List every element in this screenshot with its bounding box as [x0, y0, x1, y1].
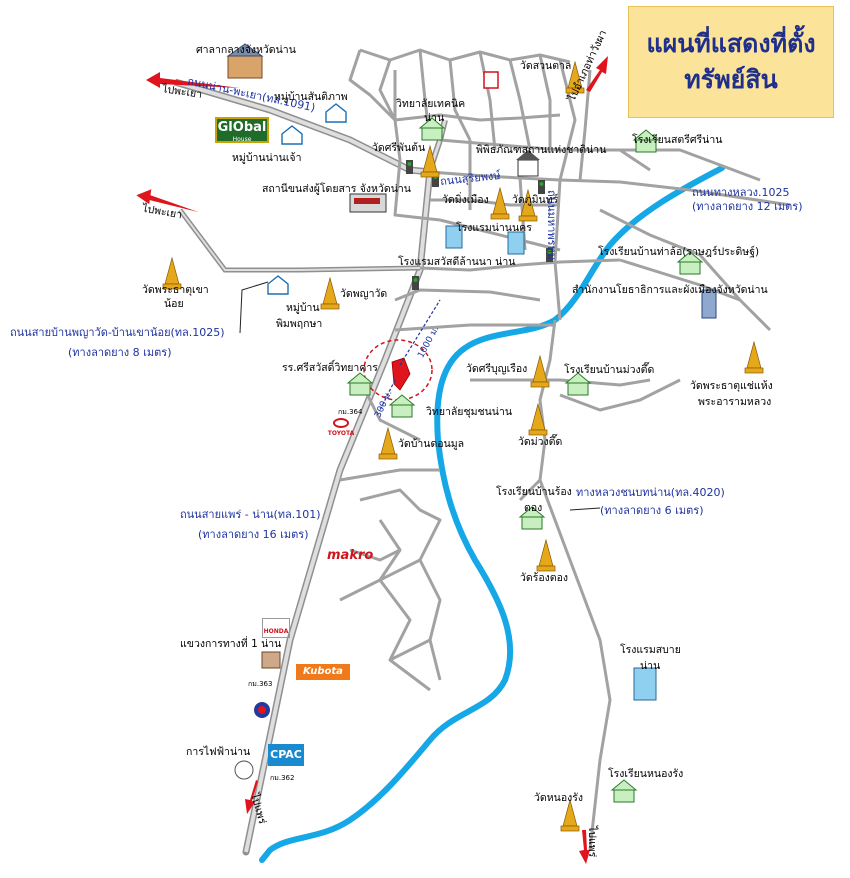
label-community-college: วิทยาลัยชุมชนน่าน	[426, 406, 513, 418]
label-wat-chae-haeng-2: พระอารามหลวง	[698, 396, 772, 408]
label-wat-muang-tued: วัดม่วงตึ๊ด	[518, 436, 563, 448]
road-to-phayao-2	[178, 208, 421, 273]
property-marker	[363, 299, 441, 411]
label-wat-sri-bunrueang: วัดศรีบุญเรือง	[466, 363, 528, 375]
traffic-lights	[406, 160, 553, 290]
label-hotel-sabai-2: น่าน	[640, 660, 661, 672]
temple-icons	[162, 60, 764, 832]
label-wat-suan-tan: วัดสวนตาล	[520, 60, 572, 72]
highway-101	[242, 119, 448, 856]
km-marker-364: กม.364	[338, 408, 363, 416]
label-school-satri: โรงเรียนสตรีศรีน่าน	[632, 134, 723, 146]
label-electricity: การไฟฟ้าน่าน	[186, 746, 251, 758]
label-hotel-sawatdi: โรงแรมสวัสดีล้านนา น่าน	[398, 256, 516, 268]
label-highway-office: แขวงการทางที่ 1 น่าน	[180, 638, 282, 650]
label-ban-phimphrueksa-2: พิมพฤกษา	[276, 318, 323, 330]
kubota-logo: Kubota	[296, 664, 350, 680]
road-label-101: ถนนสายแพร่ - น่าน(ทล.101)	[180, 508, 321, 521]
global-logo-sub: House	[232, 136, 252, 143]
map-title-line2: ทรัพย์สิน	[684, 65, 778, 94]
km-marker-362: กม.362	[270, 774, 295, 782]
toyota-logo-text: TOYOTA	[327, 430, 355, 437]
cpac-logo: CPAC	[268, 744, 304, 766]
label-tech-college: วิทยาลัยเทคนิค	[396, 98, 466, 110]
label-school-thalo: โรงเรียนบ้านท่าล้อ(ราษฎร์ประดิษฐ์)	[598, 246, 760, 258]
leader-lines	[239, 281, 601, 511]
global-house-logo: GlObal House	[215, 117, 269, 143]
toyota-logo: TOYOTA	[326, 418, 356, 444]
label-wat-khao-noi-2: น้อย	[164, 298, 184, 310]
city-roads	[339, 48, 791, 851]
road-label-1025-east: ถนนทางหลวง.1025	[692, 186, 790, 199]
label-wat-khao-noi: วัดพระธาตุเขา	[142, 284, 209, 296]
road-label-4020-width: (ทางลาดยาง 6 เมตร)	[600, 504, 704, 517]
label-hotel-nan-nakhon: โรงแรมน่านนคร	[456, 222, 532, 234]
highway-1091	[174, 78, 431, 176]
label-school-sri-sawat: รร.ศรีสวัสดิ์วิทยาคาร	[282, 362, 378, 374]
label-museum: พิพิธภัณฑสถานแห่งชาติน่าน	[476, 144, 607, 156]
label-wat-phumin: วัดภูมินทร์	[512, 194, 559, 206]
map-title-line1: แผนที่แสดงที่ตั้ง	[646, 29, 816, 58]
village-icons	[267, 103, 347, 295]
label-ban-nanchao: หมู่บ้านน่านเจ้า	[232, 152, 302, 164]
road-label-payawat: ถนนสายบ้านพญาวัด-บ้านเขาน้อย(ทล.1025)	[10, 326, 225, 339]
label-tech-college-2: น่าน	[424, 112, 445, 124]
map-title-box: แผนที่แสดงที่ตั้ง ทรัพย์สิน	[628, 6, 834, 118]
direction-arrows	[136, 56, 608, 864]
global-logo-text: GlObal	[217, 120, 267, 135]
label-wat-sri-phanton: วัดศรีพันต้น	[372, 142, 426, 154]
label-hotel-sabai: โรงแรมสบาย	[620, 644, 681, 656]
road-label-101-width: (ทางลาดยาง 16 เมตร)	[198, 528, 309, 541]
label-city-hall: ศาลากลางจังหวัดน่าน	[196, 44, 296, 56]
label-wat-nong-rang: วัดหนองรัง	[534, 792, 584, 804]
label-school-rong-tong-2: ตอง	[524, 502, 543, 514]
label-public-works-office: สำนักงานโยธาธิการและผังเมืองจังหวัดน่าน	[572, 284, 768, 296]
road-label-payawat-width: (ทางลาดยาง 8 เมตร)	[68, 346, 172, 359]
honda-logo: HONDA	[262, 618, 290, 638]
label-ban-santiphap: หมู่บ้านสันติภาพ	[274, 91, 348, 103]
label-wat-rong-tong: วัดร้องตอง	[520, 572, 569, 584]
school-icons	[346, 117, 704, 803]
road-label-4020: ทางหลวงชนบทน่าน(ทล.4020)	[576, 486, 725, 499]
makro-logo: makro	[327, 548, 374, 563]
direction-phrae-2: ไปแพร่	[586, 826, 598, 858]
building-icons	[226, 43, 717, 780]
label-wat-phaya-wat: วัดพญาวัด	[340, 288, 388, 300]
label-wat-ming-mueang: วัดมิ่งเมือง	[442, 194, 489, 206]
toyota-emblem-icon	[333, 418, 349, 428]
label-school-rong-tong: โรงเรียนบ้านร้อง	[496, 486, 572, 498]
label-ban-phimphrueksa: หมู่บ้าน	[286, 302, 320, 314]
label-school-muang-tued: โรงเรียนบ้านม่วงตึ๊ด	[564, 364, 655, 376]
road-label-1025-east-width: (ทางลาดยาง 12 เมตร)	[692, 200, 803, 213]
km-marker-363: กม.363	[248, 680, 273, 688]
label-school-nong-rang: โรงเรียนหนองรัง	[608, 768, 684, 780]
nan-river	[259, 165, 725, 863]
label-bus-station: สถานีขนส่งผู้โดยสาร จังหวัดน่าน	[262, 183, 411, 195]
label-wat-don-mun: วัดบ้านดอนมูล	[398, 438, 465, 450]
label-wat-chae-haeng: วัดพระธาตุแช่แห้ง	[690, 380, 773, 392]
